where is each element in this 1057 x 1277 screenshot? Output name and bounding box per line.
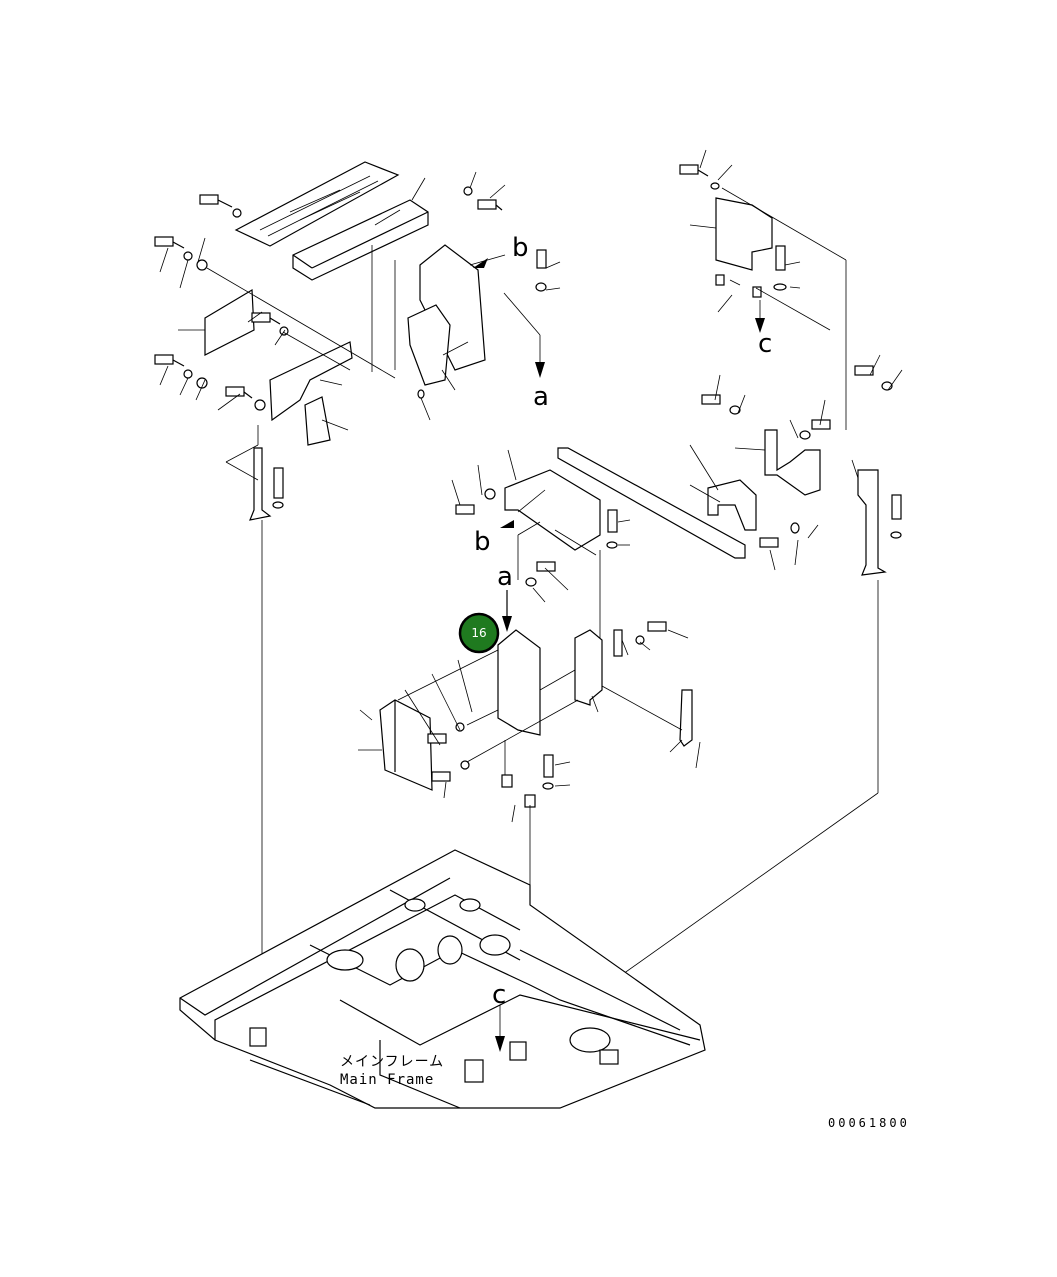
bolt-stand-left [273, 467, 284, 499]
drawing-code: 00061800 [828, 1116, 910, 1130]
main-frame [179, 849, 706, 1109]
vertical-post [574, 629, 603, 706]
callout-badge[interactable] [458, 612, 500, 654]
rubber-panel [379, 699, 433, 791]
stand-bracket-left [249, 447, 272, 521]
ref-letter-a-lower: a [497, 562, 513, 592]
arrow-c-lower [495, 1036, 505, 1052]
arrow-c-upper [755, 318, 765, 333]
ref-letter-b-upper: b [512, 233, 529, 263]
stand-bracket-right [857, 469, 887, 576]
center-assembly [358, 449, 879, 1041]
vertical-plate [497, 629, 541, 736]
bent-cover [419, 244, 486, 371]
channel-bracket [292, 199, 429, 281]
bolt-set-upper-left [154, 186, 547, 411]
arrow-a-upper [535, 362, 545, 378]
arrow-b-upper [473, 258, 488, 268]
callout-16[interactable]: 16 [458, 612, 500, 654]
ref-letter-a-upper: a [533, 382, 549, 412]
side-plate [204, 288, 255, 356]
perforated-cover-plate [234, 161, 400, 247]
ref-letter-c-upper: c [758, 329, 772, 359]
middle-right-assembly [557, 354, 903, 793]
long-rail [557, 447, 746, 559]
u-bracket [707, 479, 757, 531]
ref-letter-c-lower: c [492, 980, 506, 1010]
center-cover-top [504, 469, 601, 551]
upper-left-assembly [154, 161, 561, 1035]
inner-cover [407, 304, 451, 386]
small-post [679, 689, 693, 747]
callout-number: 16 [471, 626, 486, 640]
angle-bracket [764, 429, 821, 496]
main-frame-label-jp: メインフレーム [340, 1054, 444, 1070]
mount-bracket [269, 341, 353, 422]
upper-right-assembly [679, 149, 847, 430]
arrow-a-lower [502, 616, 512, 632]
main-frame-label-en: Main Frame [340, 1072, 434, 1088]
ref-letter-b-lower: b [474, 527, 491, 557]
right-cover-plate [715, 197, 773, 271]
arrow-b-lower [500, 520, 514, 528]
rubber-pad [304, 396, 331, 446]
